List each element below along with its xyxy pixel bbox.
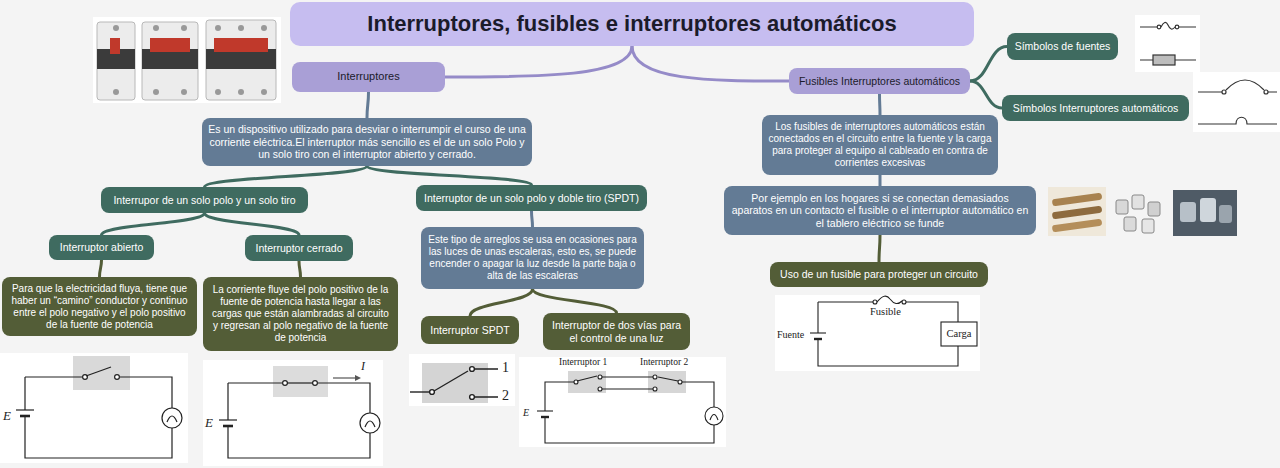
connector [470,289,533,316]
text-wrap: Por ejemplo en los hogares si se conecta… [730,192,1030,230]
connector [367,92,369,118]
topic-box: Por ejemplo en los hogares si se conecta… [724,186,1036,235]
fuse-photos [1048,187,1237,236]
open-switch-circuit [0,353,188,463]
breaker-symbols [1193,72,1280,132]
topic-text: Interruptor de un solo polo y doble tiro… [424,192,639,205]
topic-box: Interruptores [292,62,445,92]
topic-text: Símbolos Interruptores automáticos [1013,102,1179,115]
circuit-label: 1 [502,360,509,375]
topic-box: La corriente fluye del polo positivo de … [203,277,398,351]
text-wrap: Interruptor abierto [60,241,143,254]
circuit-label: E [205,416,213,430]
topic-text: Para que la electricidad fluya, tiene qu… [8,283,191,331]
connector [205,166,368,187]
connector [632,46,789,81]
topic-text: Interruptores, fusibles e interruptores … [367,11,896,37]
connector [102,213,205,235]
text-wrap: Los fusibles de interruptores automático… [768,121,992,169]
topic-box: Es un dispositivo utilizado para desviar… [202,118,532,166]
connector [299,261,301,277]
topic-box: Interruptor de dos vías para el control … [543,313,690,350]
connector [205,213,300,235]
text-wrap: Para que la electricidad fluya, tiene qu… [8,283,191,331]
topic-text: Es un dispositivo utilizado para desviar… [208,123,526,161]
topic-box: Interruptor de un solo polo y doble tiro… [416,185,647,211]
text-wrap: Interruptor de un solo polo y doble tiro… [424,192,639,205]
topic-box: Símbolos Interruptores automáticos [1002,95,1189,121]
circuit-label: Fusible [870,306,901,318]
spdt-switch [409,354,515,406]
text-wrap: Interruptor SPDT [430,324,509,337]
connector [100,260,102,277]
text-wrap: Interruptor cerrado [256,242,343,255]
title-box: Interruptores, fusibles e interruptores … [290,2,974,46]
topic-box: Para que la electricidad fluya, tiene qu… [2,277,197,336]
connector [878,94,882,115]
circuit-label: I [361,360,365,373]
topic-box: Uso de un fusible para proteger un circu… [770,262,988,287]
circuit-label: Fuente [777,329,804,340]
topic-box: Interrupor de un solo polo y un solo tir… [101,187,308,213]
text-wrap: Interruptor de dos vías para el control … [549,319,684,344]
circuit-label: Interruptor 1 [559,357,607,367]
connector [532,211,533,227]
connector [970,47,1007,82]
breaker-photos [93,17,281,103]
topic-text: Símbolos de fuentes [1015,40,1111,53]
topic-box: Símbolos de fuentes [1007,33,1118,60]
circuit-label: Interruptor 2 [640,357,688,367]
topic-text: Interrupor de un solo polo y un solo tir… [113,194,295,207]
fuse-circuit [775,295,980,371]
circuit-label: E [523,407,529,418]
circuit-label: E [3,409,11,423]
text-wrap: Es un dispositivo utilizado para desviar… [208,123,526,161]
topic-text: Interruptor cerrado [256,242,343,255]
text-wrap: Símbolos Interruptores automáticos [1013,102,1179,115]
topic-text: La corriente fluye del polo positivo de … [209,284,392,344]
text-wrap: Interruptores, fusibles e interruptores … [367,11,896,37]
circuit-label: Carga [941,328,977,340]
topic-box: Interruptor cerrado [245,235,353,261]
topic-text: Interruptor de dos vías para el control … [549,319,684,344]
topic-box: Este tipo de arreglos se usa en ocasione… [421,227,644,289]
topic-box: Fusibles Interruptores automáticos [789,68,970,94]
connector [879,175,882,186]
topic-text: Fusibles Interruptores automáticos [799,75,960,88]
topic-box: Los fusibles de interruptores automático… [762,115,998,175]
connector [367,166,532,185]
topic-text: Interruptor SPDT [430,324,509,337]
text-wrap: Interrupor de un solo polo y un solo tir… [113,194,295,207]
text-wrap: Uso de un fusible para proteger un circu… [780,268,978,281]
topic-text: Por ejemplo en los hogares si se conecta… [730,192,1030,230]
topic-text: Interruptor abierto [60,241,143,254]
connector [533,289,617,313]
topic-box: Interruptor abierto [49,235,154,260]
topic-text: Interruptores [337,70,399,83]
topic-text: Los fusibles de interruptores automático… [768,121,992,169]
closed-switch-circuit [203,360,383,466]
text-wrap: Fusibles Interruptores automáticos [799,75,960,88]
connector [970,81,1002,108]
connector [879,235,880,262]
fuse-symbols [1135,15,1200,72]
text-wrap: Interruptores [337,70,399,83]
two-way-switch-circuit [519,357,726,447]
circuit-label: 2 [502,388,509,403]
topic-box: Interruptor SPDT [421,316,519,344]
text-wrap: Este tipo de arreglos se usa en ocasione… [427,234,638,282]
text-wrap: La corriente fluye del polo positivo de … [209,284,392,344]
topic-text: Uso de un fusible para proteger un circu… [780,268,978,281]
connector [445,46,632,77]
topic-text: Este tipo de arreglos se usa en ocasione… [427,234,638,282]
text-wrap: Símbolos de fuentes [1015,40,1111,53]
